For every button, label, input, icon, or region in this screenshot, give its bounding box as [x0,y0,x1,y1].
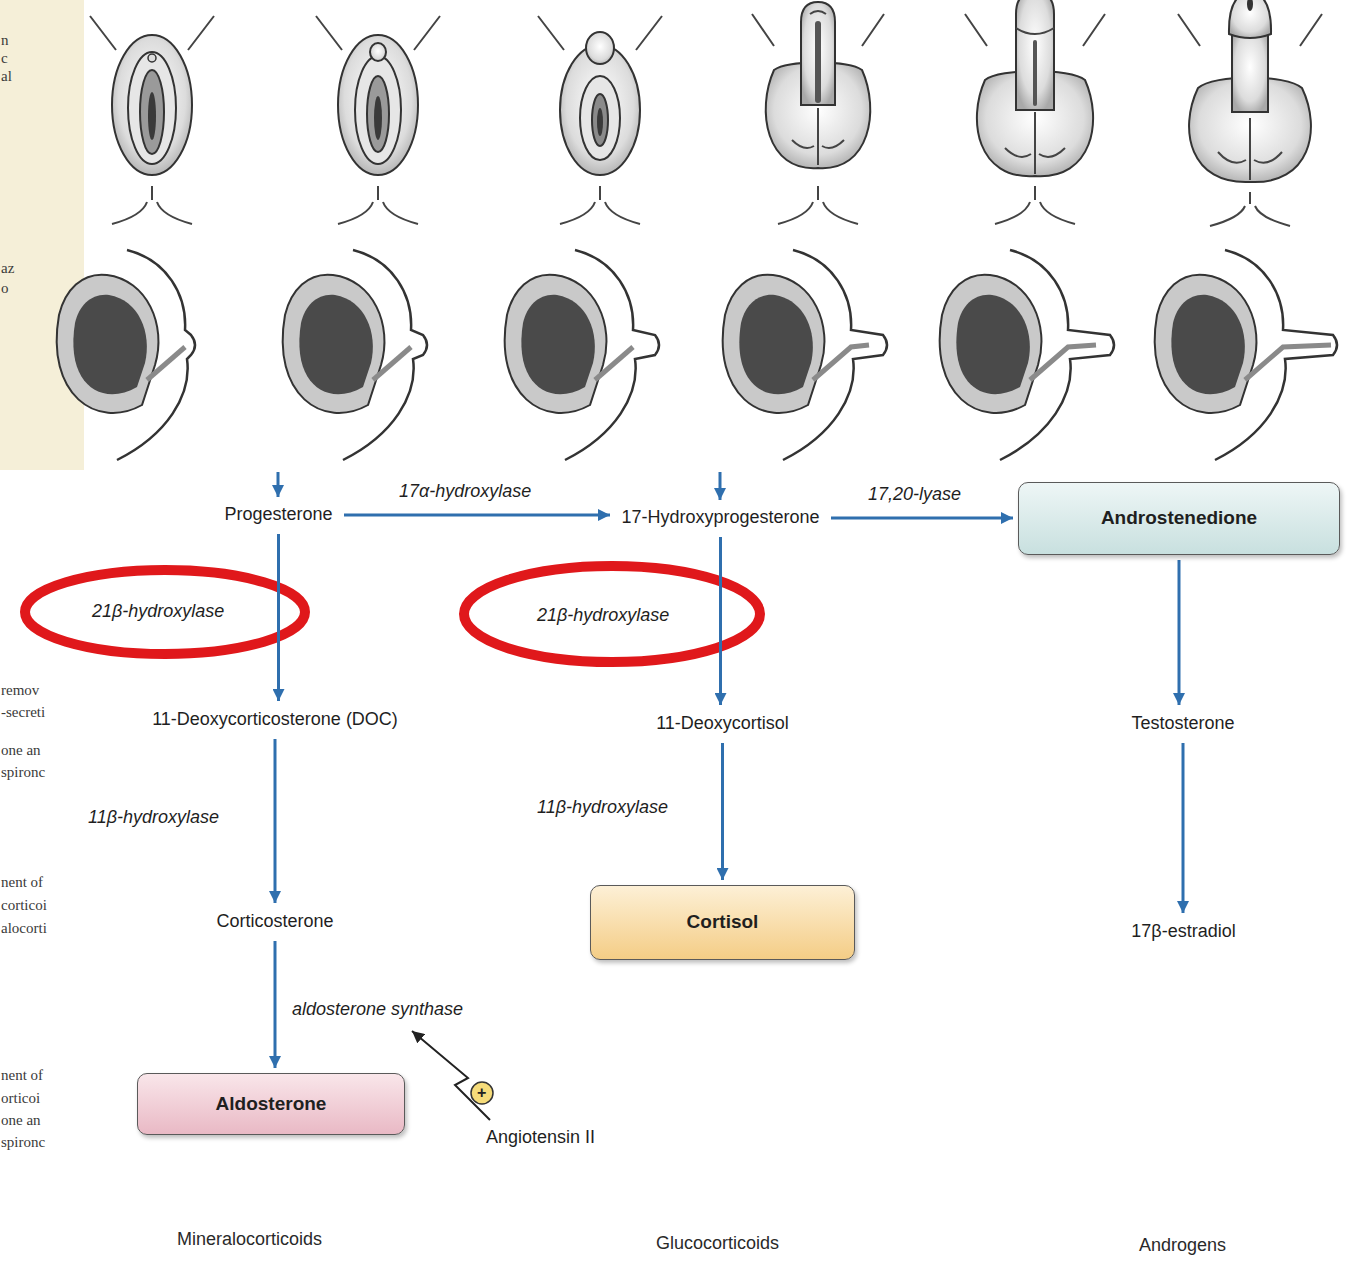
enzyme-label: 11β-hydroxylase [537,797,668,819]
enzyme-label: 21β-hydroxylase [537,605,669,627]
section-stage-5 [940,250,1114,460]
compound-name: Testosterone [1125,710,1241,738]
page-strip [0,0,84,470]
compound-box: Androstenedione [1018,482,1340,555]
compound-name: 11-Deoxycortisol [650,710,795,738]
compound-label: 17-Hydroxyprogesterone [621,507,819,529]
prader-stage-1 [90,16,214,224]
compound-name: 11-Deoxycorticosterone (DOC) [146,706,404,734]
compound-label: Androstenedione [1101,507,1257,530]
reaction-arrow [831,517,1013,520]
stimulation-arrow [412,1031,490,1120]
compound-label: 11-Deoxycorticosterone (DOC) [152,709,398,731]
compound-name: 17β-estradiol [1125,918,1242,946]
enzyme-label: 17,20-lyase [868,484,961,506]
compound-label: Corticosterone [216,911,333,933]
compound-name: 17-Hydroxyprogesterone [615,504,826,532]
prader-stage-5 [965,0,1105,224]
section-stage-2 [283,250,427,460]
compound-label: Cortisol [687,911,759,934]
page-text-fragment: spironc [1,763,45,781]
compound-name: Progesterone [218,501,339,529]
stimulation-sign: + [477,1083,486,1102]
section-stage-1 [57,250,195,460]
page-text-fragment: c [1,49,8,67]
enzyme-label: aldosterone synthase [292,999,463,1021]
compound-name: Corticosterone [210,908,340,936]
compound-box: Cortisol [590,885,855,960]
page-text-fragment: orticoi [1,1089,40,1107]
section-stage-4 [723,250,887,460]
enzyme-label: 17α-hydroxylase [399,481,531,503]
reaction-arrow [721,743,724,880]
page-text-fragment: nent of [1,1066,43,1084]
class-label: Androgens [1139,1235,1226,1257]
page-text-fragment: one an [1,741,41,759]
enzyme-label: 11β-hydroxylase [88,807,219,829]
page-text-fragment: one an [1,1111,41,1129]
page-text-fragment: spironc [1,1133,45,1151]
prader-stage-4 [752,2,884,224]
reaction-arrow [274,941,277,1068]
compound-box: Aldosterone [137,1073,405,1135]
enzyme-label: 21β-hydroxylase [92,601,224,623]
page-text-fragment: n [1,31,9,49]
class-label: Mineralocorticoids [177,1229,322,1251]
compound-label: Testosterone [1131,713,1234,735]
page-text-fragment: alocorti [1,919,47,937]
prader-stage-2 [316,16,440,224]
page-text-fragment: remov [1,681,39,699]
page-text-fragment: o [1,279,9,297]
reaction-arrow [277,534,280,701]
reaction-arrow [274,739,277,903]
reaction-arrow [344,514,610,517]
highlight-ellipse [25,570,305,654]
section-stage-6 [1155,250,1337,460]
plus-circle [471,1082,493,1104]
incoming-arrow [719,472,722,500]
compound-label: Progesterone [224,504,332,526]
reaction-arrow [1178,560,1181,705]
page-text-fragment: az [1,259,14,277]
reaction-arrow [719,537,722,705]
page-text-fragment: corticoi [1,896,47,914]
compound-label: 11-Deoxycortisol [656,713,789,735]
reaction-arrow [1182,743,1185,913]
section-stage-3 [505,250,659,460]
page-text-fragment: -secreti [1,703,45,721]
highlight-ellipse [464,566,760,662]
incoming-arrow [277,472,280,497]
page-text-fragment: nent of [1,873,43,891]
compound-label: Aldosterone [216,1093,327,1116]
class-label: Glucocorticoids [656,1233,779,1255]
hormone-label: Angiotensin II [486,1127,595,1149]
compound-label: 17β-estradiol [1131,921,1235,943]
prader-stage-6 [1178,0,1322,226]
page-text-fragment: al [1,67,12,85]
prader-stage-3 [538,16,662,224]
